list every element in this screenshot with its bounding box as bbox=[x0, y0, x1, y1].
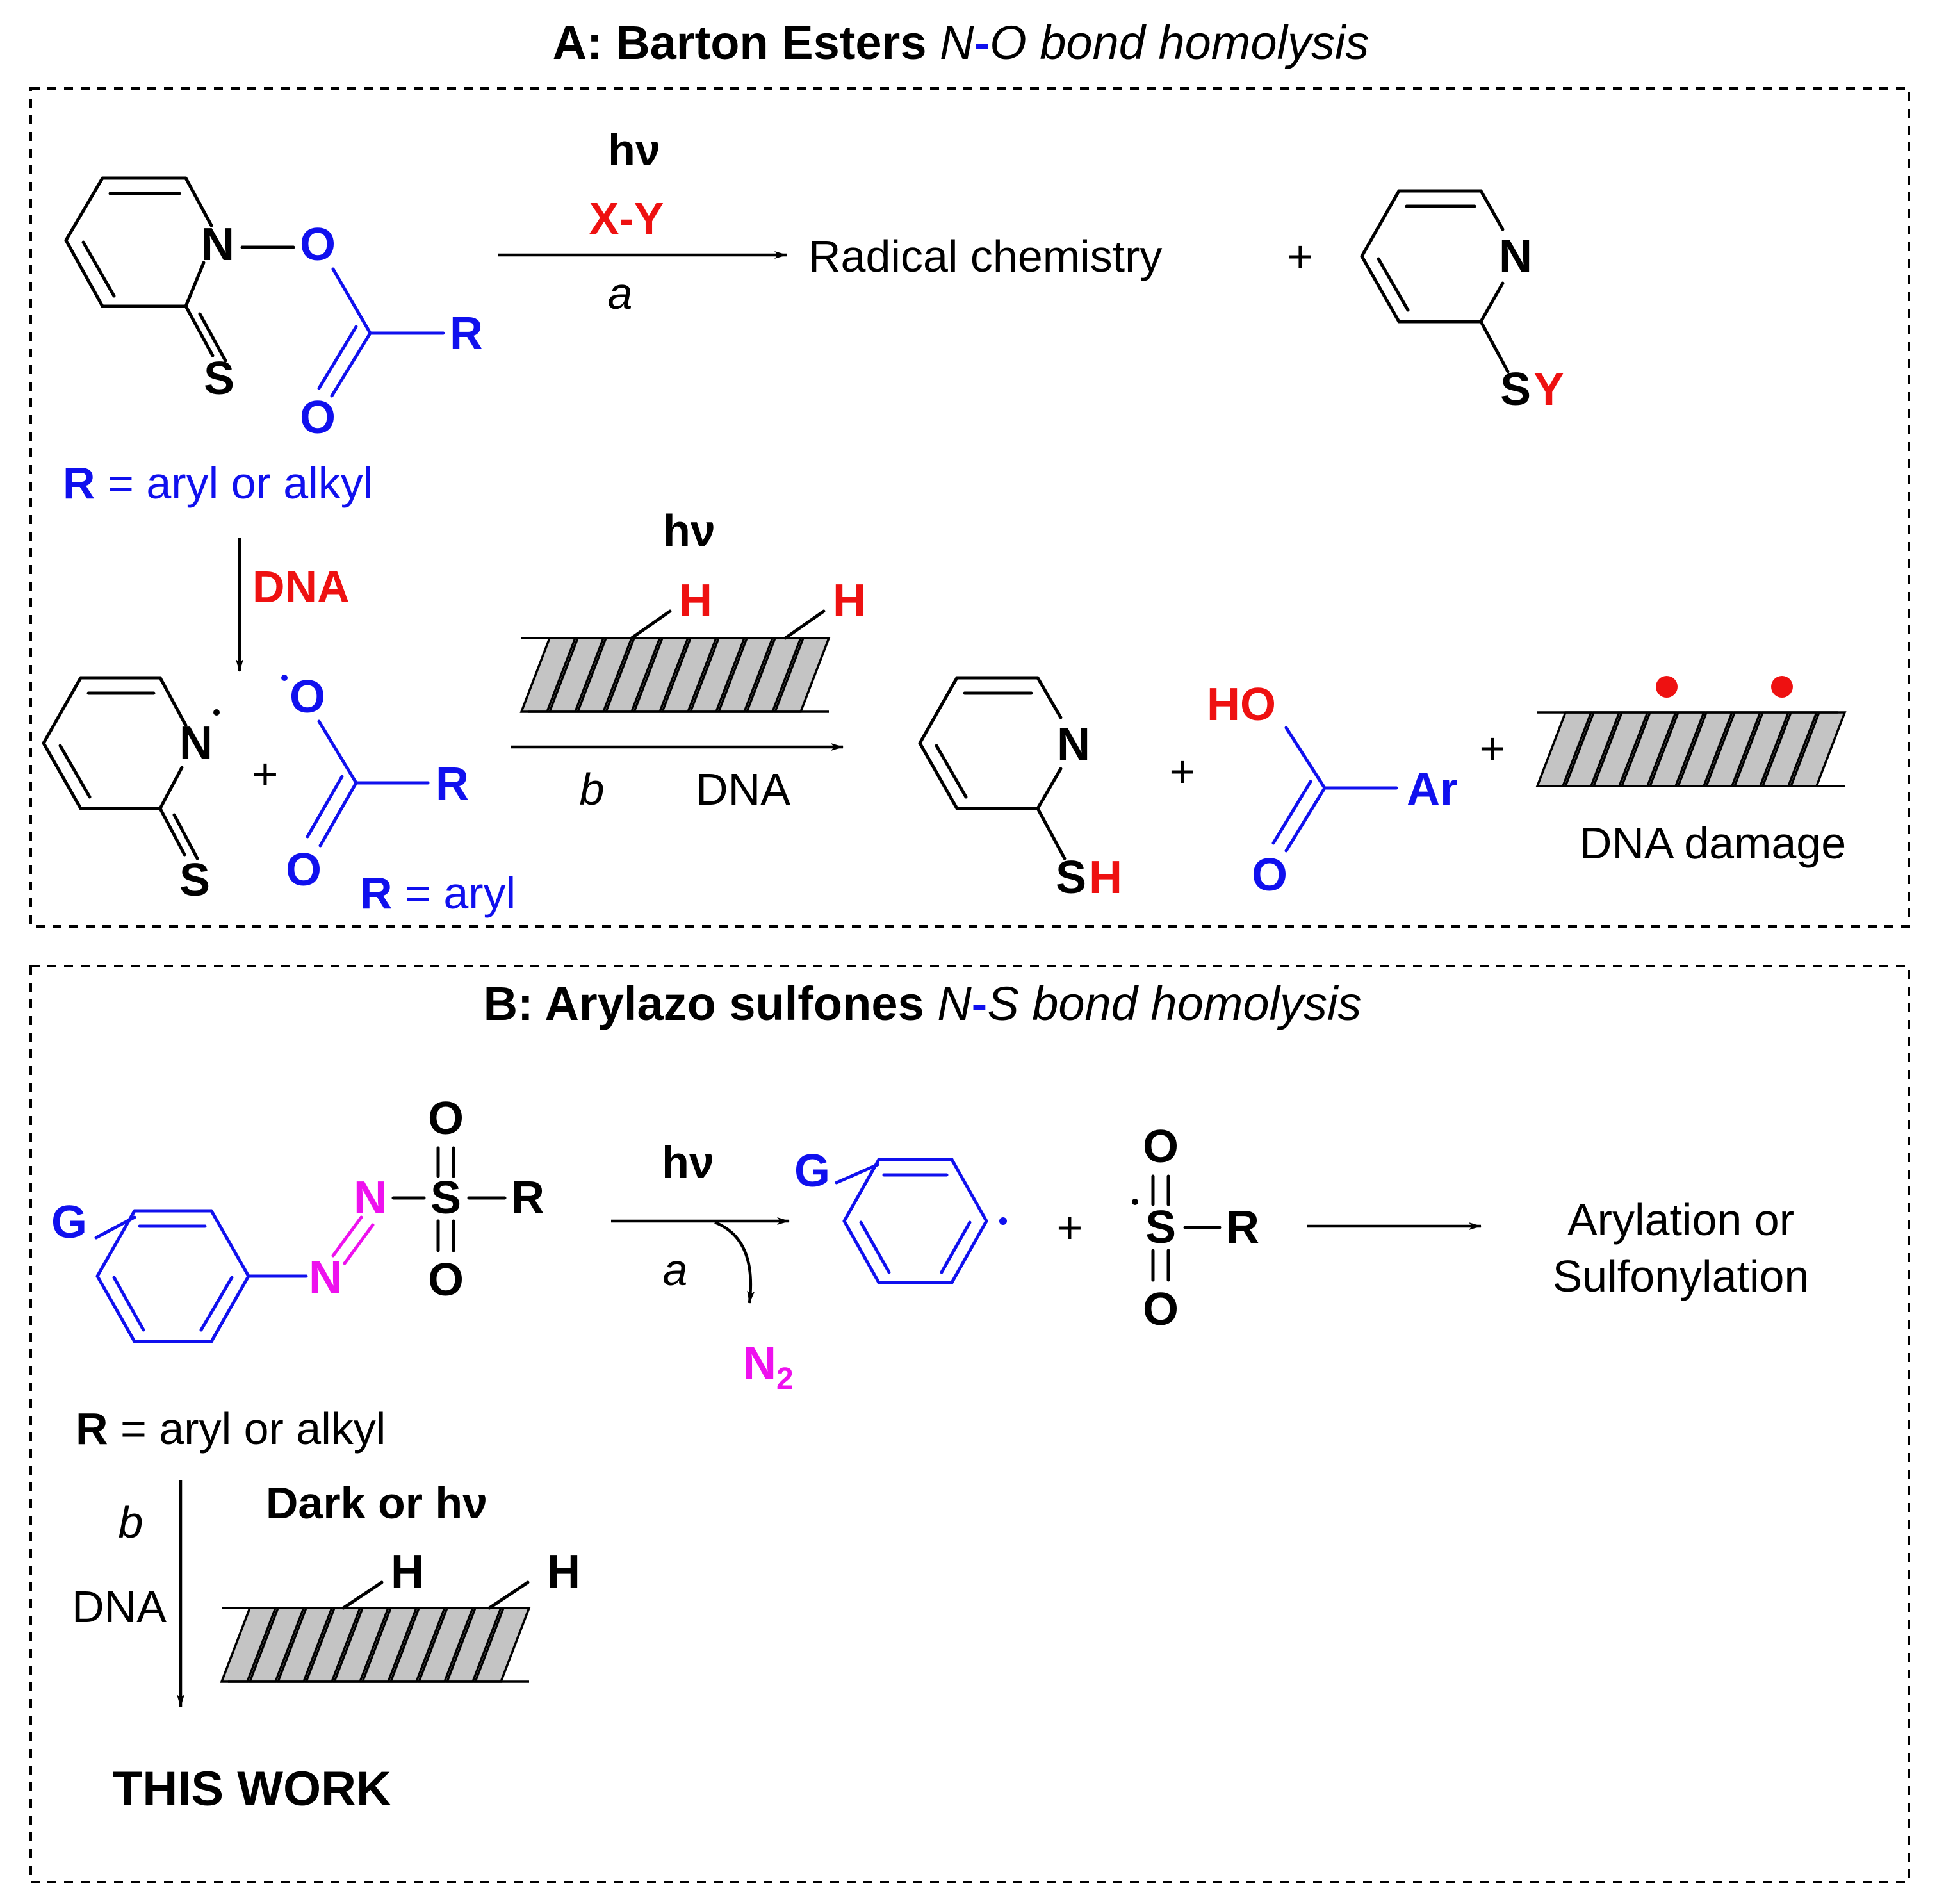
atom-s: S bbox=[1500, 364, 1531, 415]
atom-g: G bbox=[51, 1197, 87, 1248]
atom-n: N bbox=[309, 1252, 342, 1303]
condition-hv: hν bbox=[608, 125, 660, 175]
atom-o: O bbox=[1143, 1284, 1179, 1335]
dna-label: DNA bbox=[252, 562, 350, 612]
panel-a: A: Barton Esters N-O bond homolysis N S … bbox=[29, 16, 1910, 928]
panel-a-title: A: Barton Esters N-O bond homolysis bbox=[553, 16, 1369, 69]
this-work-label: THIS WORK bbox=[113, 1762, 391, 1816]
barton-ester: N S O R O bbox=[64, 176, 483, 443]
condition-xy: X-Y bbox=[589, 193, 664, 243]
plus-sign: + bbox=[1287, 231, 1314, 281]
radical-site bbox=[1656, 676, 1678, 698]
atom-n: N bbox=[201, 219, 234, 270]
reaction-a-arrow: hν a N2 bbox=[611, 1137, 794, 1396]
atom-g: G bbox=[794, 1145, 830, 1197]
r-definition: R = aryl or alkyl bbox=[63, 458, 373, 508]
aroyloxy-radical: O R O bbox=[281, 671, 469, 896]
reaction-b-arrow: hν H H b DNA bbox=[511, 505, 866, 814]
atom-o: O bbox=[286, 844, 322, 896]
atom-o: O bbox=[428, 1093, 464, 1144]
atom-s: S bbox=[1056, 852, 1086, 903]
panel-b: B: Arylazo sulfones N-S bond homolysis G… bbox=[29, 965, 1910, 1883]
radical-dot bbox=[999, 1217, 1007, 1225]
atom-n: N bbox=[1499, 231, 1532, 282]
plus-sign: + bbox=[252, 749, 279, 799]
condition-dark-or-hv: Dark or hν bbox=[266, 1478, 487, 1528]
dna-helix-reagent: H H bbox=[520, 575, 866, 713]
atom-h: H bbox=[679, 575, 712, 627]
r-definition: R = aryl or alkyl bbox=[76, 1404, 386, 1454]
product-line-1: Arylation or bbox=[1567, 1195, 1794, 1245]
product-line-2: Sulfonylation bbox=[1553, 1251, 1810, 1301]
atom-h: H bbox=[547, 1547, 580, 1598]
atom-y: Y bbox=[1533, 364, 1564, 415]
panel-b-title: B: Arylazo sulfones N-S bond homolysis bbox=[484, 977, 1362, 1030]
atom-o: O bbox=[1143, 1121, 1179, 1172]
damaged-dna-helix bbox=[1536, 676, 1846, 787]
panel-b-frame bbox=[29, 965, 1910, 1883]
atom-o-carbonyl: O bbox=[300, 392, 336, 443]
atom-o: O bbox=[428, 1254, 464, 1306]
r-aryl-definition: R = aryl bbox=[360, 868, 516, 918]
arylazo-sulfone: G N N S O O R bbox=[51, 1093, 544, 1343]
reaction-a-arrow: hν X-Y a bbox=[498, 125, 787, 318]
radical-dot bbox=[213, 709, 220, 716]
atom-h: H bbox=[1089, 852, 1122, 903]
product-radical-chemistry: Radical chemistry bbox=[808, 231, 1162, 281]
atom-r: R bbox=[450, 308, 483, 359]
atom-r: R bbox=[1226, 1202, 1259, 1253]
atom-n: N bbox=[354, 1172, 387, 1224]
path-label-b: b bbox=[119, 1497, 143, 1547]
atom-n: N bbox=[1057, 719, 1090, 770]
aryl-radical: G bbox=[794, 1145, 1007, 1284]
atom-s: S bbox=[430, 1172, 461, 1224]
pyridine-sh: N S H bbox=[918, 676, 1122, 903]
path-label-a: a bbox=[608, 268, 633, 318]
atom-r: R bbox=[511, 1172, 544, 1224]
atom-r: R bbox=[436, 759, 469, 810]
atom-ar: Ar bbox=[1407, 764, 1458, 815]
atom-h: H bbox=[833, 575, 866, 627]
atom-o: O bbox=[1252, 849, 1287, 901]
atom-o-ester: O bbox=[300, 219, 336, 270]
nitrogen-byproduct: N2 bbox=[743, 1338, 794, 1396]
condition-hv: hν bbox=[663, 505, 715, 555]
atom-o: O bbox=[290, 671, 325, 723]
atom-s: S bbox=[179, 855, 210, 906]
dna-helix-reagent: H H bbox=[220, 1547, 580, 1683]
atom-h: H bbox=[391, 1547, 424, 1598]
atom-s: S bbox=[1145, 1202, 1176, 1253]
plus-sign: + bbox=[1480, 723, 1506, 773]
radical-site bbox=[1771, 676, 1793, 698]
dna-reagent-label: DNA bbox=[696, 764, 790, 814]
radical-dot bbox=[281, 675, 288, 681]
thione-radical: N S bbox=[42, 676, 220, 906]
path-label-a: a bbox=[663, 1245, 688, 1295]
atom-n: N bbox=[179, 718, 213, 769]
pyridine-sy: N S Y bbox=[1360, 189, 1564, 415]
dna-reagent-label: DNA bbox=[72, 1582, 167, 1632]
sulfonyl-radical: S O O R bbox=[1132, 1121, 1259, 1335]
atom-ho: HO bbox=[1207, 679, 1276, 730]
reaction-b-arrow: b DNA Dark or hν H H bbox=[72, 1478, 580, 1707]
condition-hv: hν bbox=[662, 1137, 714, 1187]
path-label-b: b bbox=[580, 764, 605, 814]
dna-damage-label: DNA damage bbox=[1580, 818, 1846, 868]
carboxylic-acid: HO Ar O bbox=[1207, 679, 1458, 901]
radical-dot bbox=[1132, 1199, 1138, 1205]
atom-s: S bbox=[204, 353, 234, 404]
panel-a-frame bbox=[29, 87, 1910, 928]
plus-sign: + bbox=[1057, 1202, 1083, 1252]
plus-sign: + bbox=[1170, 746, 1196, 796]
